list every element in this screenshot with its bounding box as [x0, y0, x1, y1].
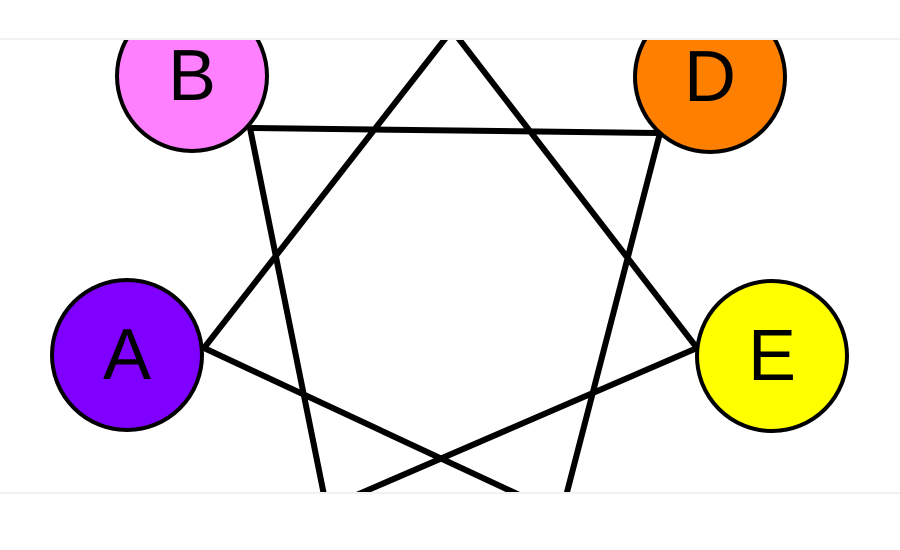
- edge-b-to-bottom-left: [247, 125, 328, 503]
- edge-a-to-top: [201, 27, 455, 351]
- top-crop-stripe: [0, 38, 900, 40]
- node-b-label: B: [168, 36, 216, 116]
- top-crop-band: [0, 0, 900, 40]
- edge-top-to-e: [449, 27, 700, 351]
- node-a: A: [50, 278, 204, 432]
- node-e-label: E: [748, 316, 796, 396]
- edge-d-to-bottom-right: [562, 130, 663, 503]
- bottom-crop-stripe: [0, 492, 900, 494]
- node-a-label: A: [103, 315, 151, 395]
- node-e: E: [695, 279, 849, 433]
- node-e-circle: [695, 279, 849, 433]
- edge-layer: [201, 27, 700, 503]
- edge-b-to-d: [247, 125, 663, 136]
- edge-a-to-bottom-right: [201, 345, 533, 503]
- node-d-label: D: [684, 37, 736, 117]
- bottom-crop-band: [0, 492, 900, 550]
- edge-e-to-bottom-left: [342, 345, 700, 503]
- node-a-circle: [50, 278, 204, 432]
